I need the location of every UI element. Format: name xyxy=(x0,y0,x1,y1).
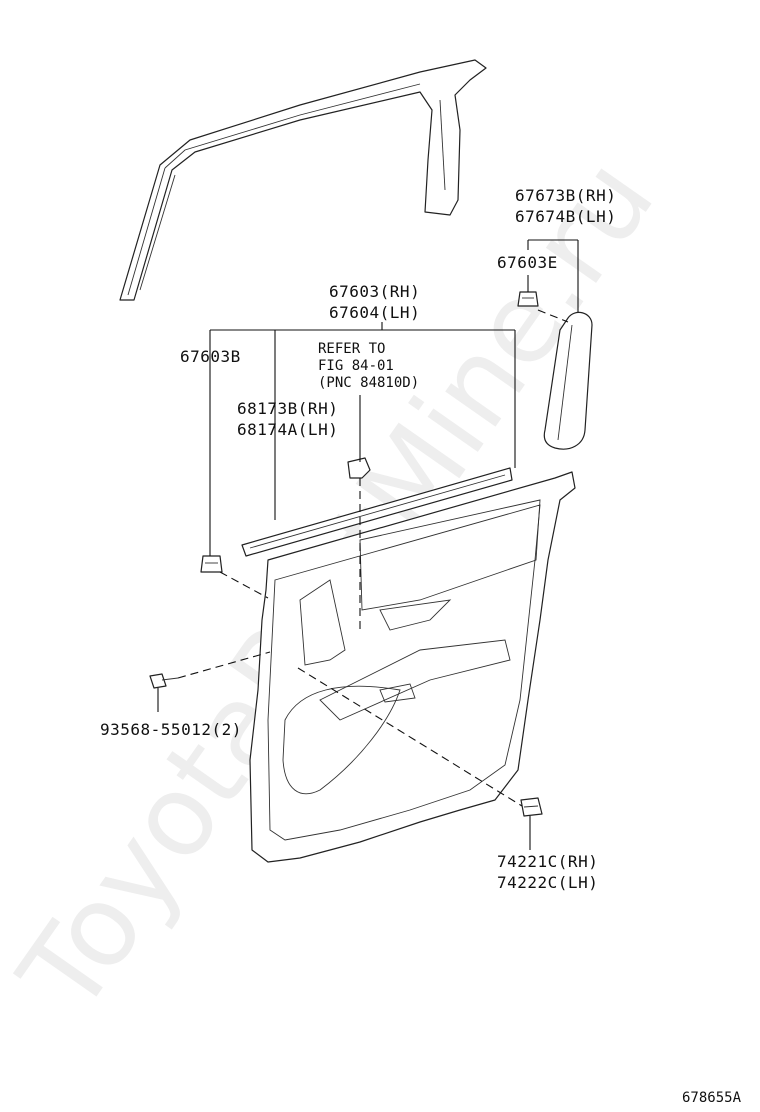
label-67674b-lh: 67674B(LH) xyxy=(515,207,616,226)
label-67603b: 67603B xyxy=(180,347,241,366)
label-74222c-lh: 74222C(LH) xyxy=(497,873,598,892)
clip-74221c xyxy=(520,797,543,817)
door-trim-panel xyxy=(249,471,576,863)
refer-note-line3: (PNC 84810D) xyxy=(318,375,419,391)
label-67604-lh: 67604(LH) xyxy=(329,303,420,322)
screw-93568 xyxy=(149,673,179,689)
figure-id: 678655A xyxy=(682,1090,742,1106)
label-68173b-rh: 68173B(RH) xyxy=(237,399,338,418)
refer-note-line1: REFER TO xyxy=(318,341,385,357)
leader-lines xyxy=(157,239,579,850)
clip-67603e xyxy=(517,291,539,307)
refer-note-line2: FIG 84-01 xyxy=(318,358,394,374)
door-window-frame xyxy=(119,59,487,301)
door-weatherstrip xyxy=(241,467,513,557)
label-74221c-rh: 74221C(RH) xyxy=(497,852,598,871)
clip-67603b xyxy=(200,555,223,573)
label-68174a-lh: 68174A(LH) xyxy=(237,420,338,439)
label-67673b-rh: 67673B(RH) xyxy=(515,186,616,205)
label-67603e: 67603E xyxy=(497,253,558,272)
assembly-lines xyxy=(177,309,569,807)
door-garnish xyxy=(543,311,593,450)
clip-panel-upper xyxy=(347,457,371,479)
label-93568-55012: 93568-55012(2) xyxy=(100,720,242,739)
label-67603-rh: 67603(RH) xyxy=(329,282,420,301)
